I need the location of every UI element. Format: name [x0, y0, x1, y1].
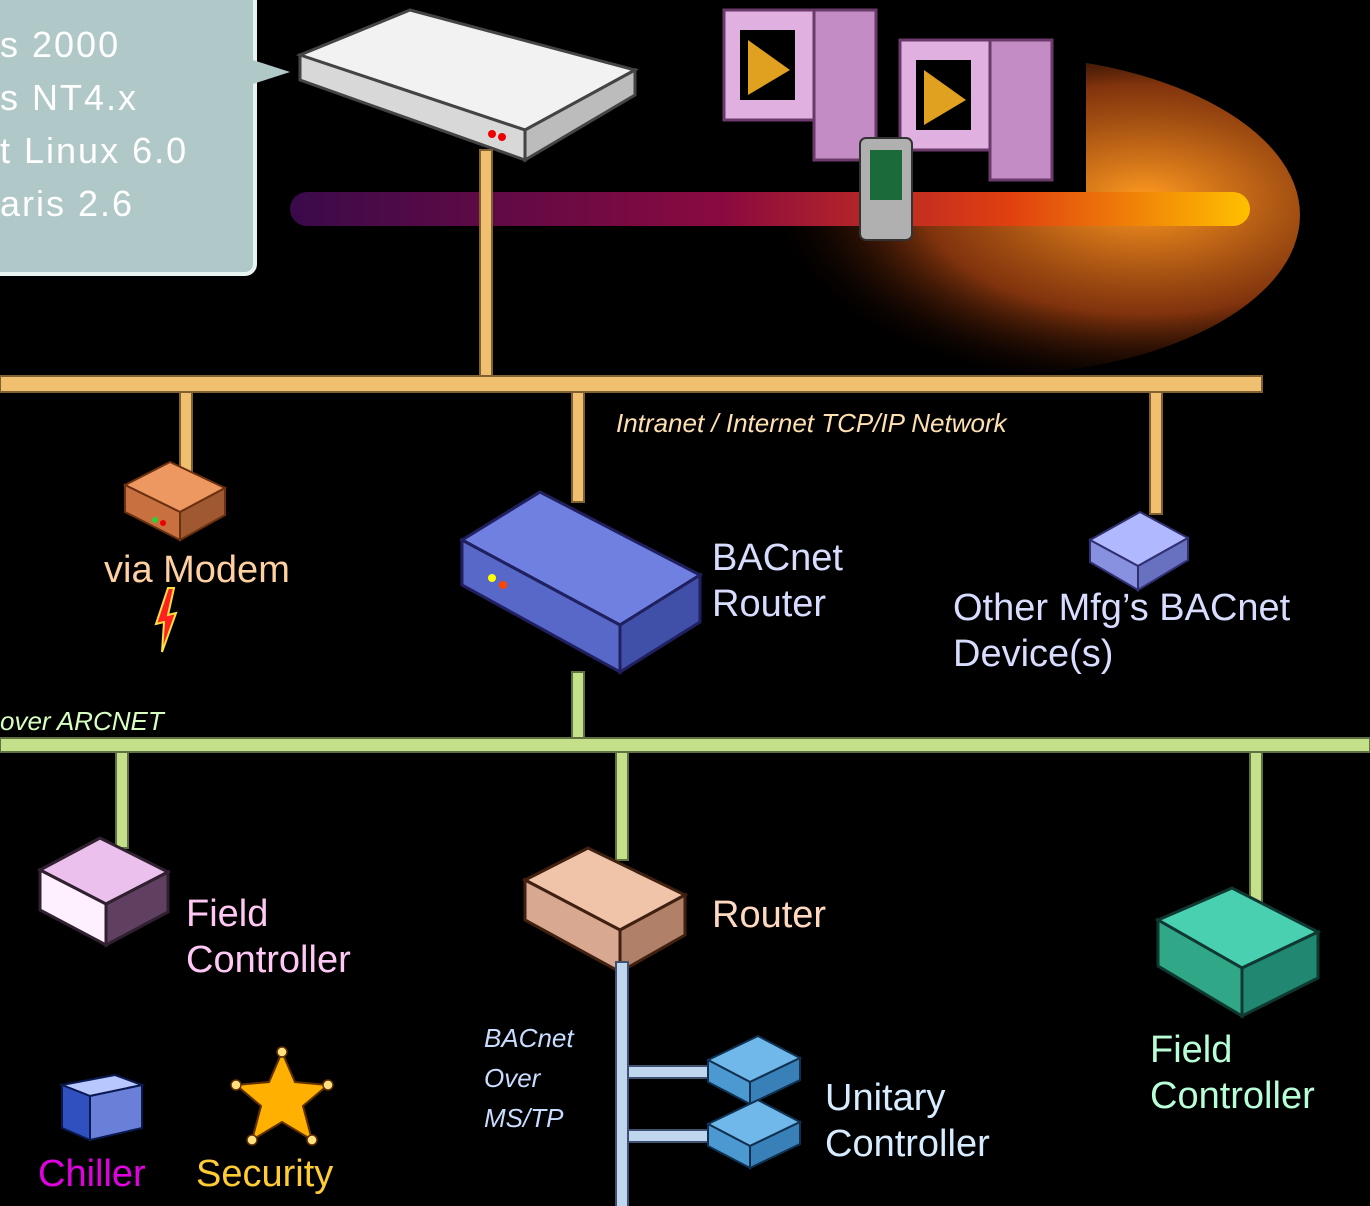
lightning-icon [154, 587, 178, 653]
field-controller-right-label: Field Controller [1150, 1029, 1315, 1117]
modem-icon [122, 460, 228, 542]
security-badge-icon [230, 1046, 334, 1146]
security-label: Security [196, 1153, 334, 1195]
unitary-controller-icon [705, 1098, 803, 1170]
ip-network-label: Intranet / Internet TCP/IP Network [616, 408, 1007, 438]
monitor-icon [898, 38, 1054, 182]
unitary-controller-icon [705, 1034, 803, 1106]
arcnet-label: over ARCNET [0, 706, 164, 736]
field-controller-left-label: Field Controller [186, 893, 351, 981]
mstp-label: BACnet Over MS/TP [484, 1023, 574, 1133]
ip-network-bus [0, 149, 1263, 515]
arcnet-bus [0, 671, 1370, 903]
router-label: Router [712, 894, 827, 936]
server-appliance-icon [295, 8, 640, 163]
modem-label: via Modem [104, 549, 290, 591]
web-server-icon [716, 0, 1086, 241]
chiller-icon [58, 1073, 146, 1142]
field-controller-right-icon [1154, 886, 1322, 1019]
bacnet-router-label: BACnet Router [712, 537, 843, 625]
os-line: s 2000 [0, 24, 121, 65]
os-line: aris 2.6 [0, 183, 135, 224]
chiller-label: Chiller [38, 1153, 146, 1195]
bacnet-router-icon [458, 490, 704, 675]
other-device-label: Other Mfg’s BACnet Device(s) [953, 587, 1291, 675]
mstp-bus [615, 961, 713, 1206]
unitary-controller-label: Unitary Controller [825, 1077, 990, 1165]
os-list: s 2000 s NT4.x t Linux 6.0 aris 2.6 [0, 18, 188, 230]
other-bacnet-device-icon [1087, 510, 1191, 592]
pda-icon [859, 137, 913, 241]
os-line: s NT4.x [0, 77, 139, 118]
monitor-icon [722, 8, 878, 162]
mstp-router-icon [521, 846, 689, 975]
os-callout [0, 0, 290, 276]
field-controller-left-icon [36, 836, 172, 948]
os-line: t Linux 6.0 [0, 130, 189, 171]
